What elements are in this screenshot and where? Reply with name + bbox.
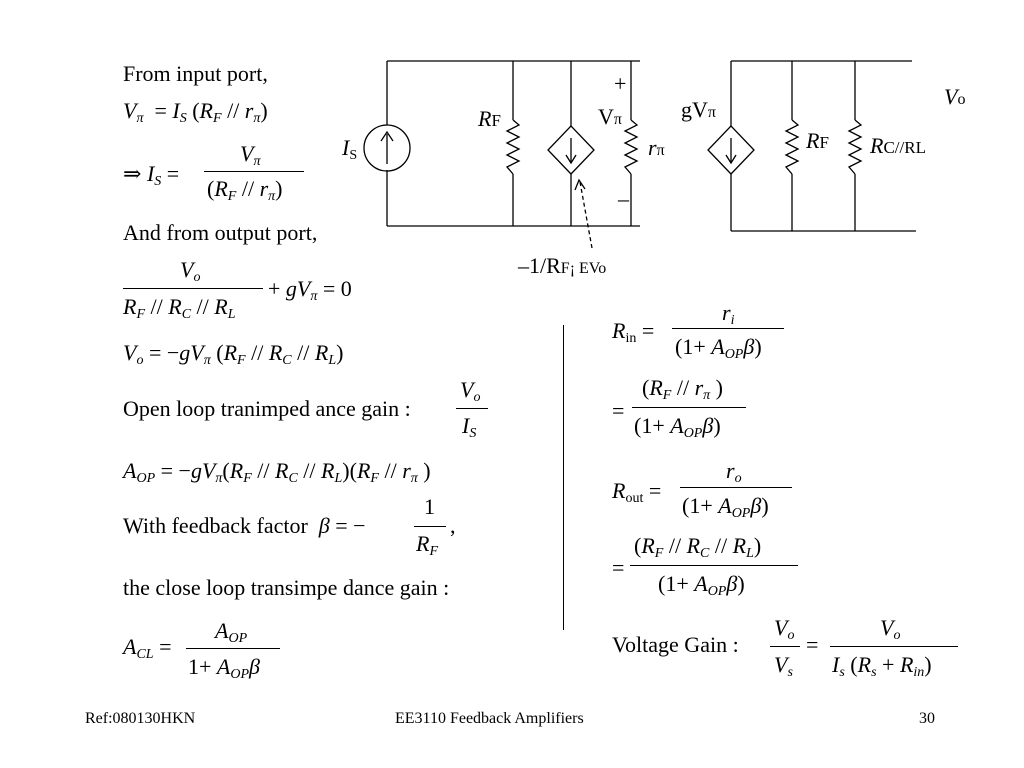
footer-title: EE3110 Feedback Amplifiers [395, 710, 584, 727]
footer-page-number: 30 [919, 710, 935, 727]
eq-vpi: Vπ = IS (RF // rπ) [123, 98, 268, 126]
label-rf: RF [478, 106, 501, 131]
footer-ref: Ref:080130HKN [85, 710, 196, 727]
dependent-source-gvpi-icon [707, 125, 755, 175]
resistor-rpi-icon [623, 119, 639, 175]
resistor-rf-output-icon [784, 119, 800, 175]
eq-aop: AOP = −gVπ(RF // RC // RL)(RF // rπ ) [123, 458, 431, 486]
eq-vo: Vo = −gVπ (RF // RC // RL) [123, 340, 344, 368]
and-from-output-port-text: And from output port, [123, 220, 318, 245]
resistor-rcrl-icon [847, 119, 863, 175]
resistor-rf-icon [505, 119, 521, 175]
current-source-is-icon [363, 124, 411, 172]
circuit-diagram [363, 60, 916, 249]
label-vpi: Vπ [598, 104, 622, 129]
label-vo: Vo [944, 84, 966, 109]
label-rpi: rπ [648, 135, 665, 160]
from-input-port-text: From input port, [123, 61, 268, 86]
dependent-source-icon [547, 125, 595, 175]
label-feedback-source: –1/RF¡ EVo [518, 253, 607, 278]
label-is: IS [342, 135, 358, 163]
input-network-wires [386, 60, 640, 227]
label-plus: + [614, 71, 627, 96]
column-divider [563, 325, 564, 630]
annotation-arrow-icon [574, 178, 593, 249]
close-loop-text: the close loop transimpe dance gain : [123, 575, 450, 600]
label-gvpi: gVπ [681, 97, 716, 122]
label-rc-rl: RC//RL [870, 133, 926, 158]
label-rf-output: RF [806, 128, 829, 153]
label-minus: – [618, 186, 629, 211]
output-network-wires [730, 60, 916, 232]
